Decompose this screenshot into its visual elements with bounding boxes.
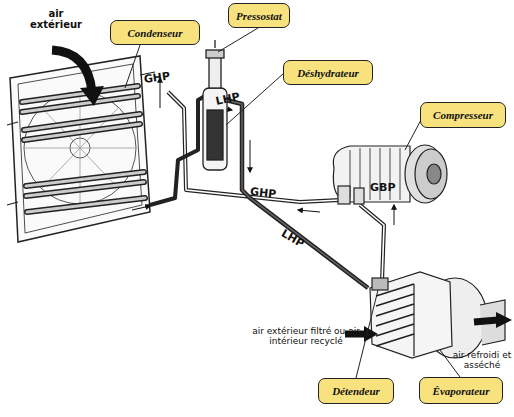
component-name: Déshydrateur	[297, 67, 359, 79]
condenser-drawing	[7, 56, 160, 242]
air-flow-note: air refroidi et asséché	[452, 350, 512, 370]
callout-box: Compresseur	[420, 102, 506, 128]
leader-lines	[125, 28, 460, 378]
air-flow-note: air extérieur filtré ou air intérieur re…	[250, 326, 362, 346]
compressor-drawing	[333, 145, 447, 204]
evaporator-drawing	[370, 272, 505, 358]
refrigerant-pipes	[150, 92, 384, 288]
component-name: Évaporateur	[433, 385, 490, 397]
air-flow-note: air extérieur	[28, 8, 84, 30]
callout-box: Pressostat	[228, 3, 290, 28]
air-flow-arrow	[52, 50, 92, 92]
air-out-arrowhead	[496, 312, 512, 328]
component-name: Compresseur	[433, 109, 493, 121]
component-name: Détendeur	[332, 385, 380, 397]
pipe-label: GHP	[143, 70, 174, 86]
component-name: Pressostat	[236, 10, 282, 22]
pipe-label: LHP	[279, 228, 311, 253]
callout-box: Évaporateur	[419, 377, 503, 404]
air-out-arrow	[474, 320, 498, 322]
pipe-label: GBP	[370, 182, 400, 194]
callout-box: Détendeur	[318, 378, 394, 404]
callout-box: Condenseur	[110, 20, 200, 45]
air-flow-arrowhead	[80, 86, 104, 106]
callout-box: Déshydrateur	[283, 60, 373, 85]
component-name: Condenseur	[127, 27, 182, 39]
